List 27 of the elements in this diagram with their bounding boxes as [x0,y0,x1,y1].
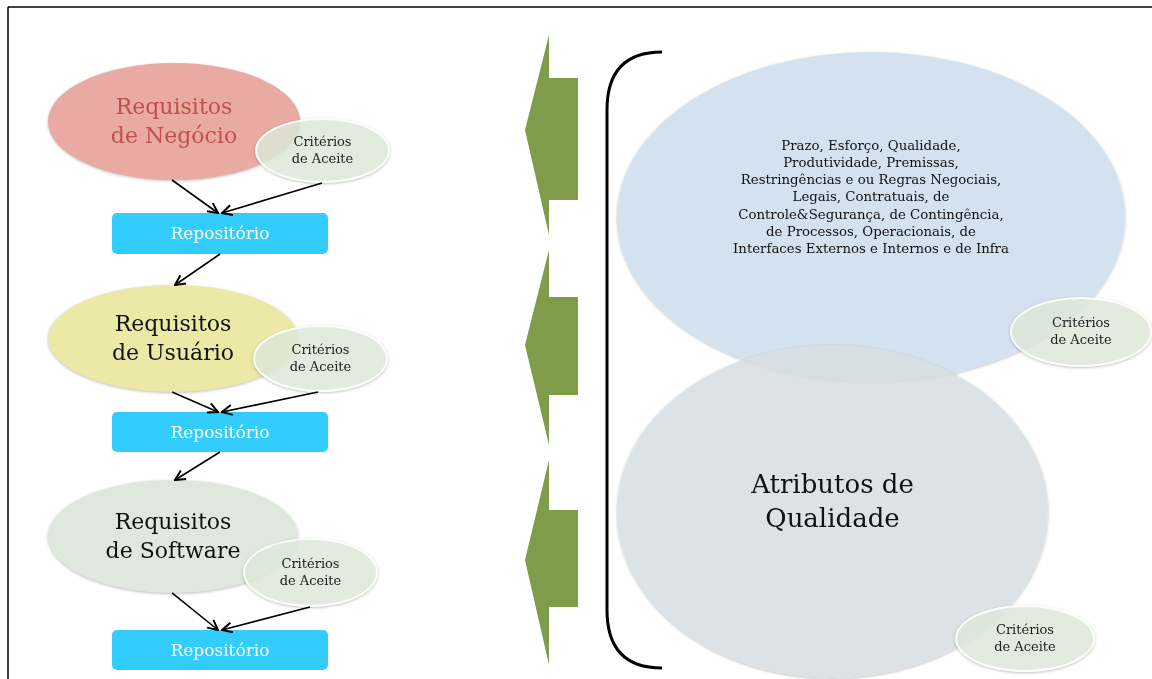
node-label: Critérios de Aceite [1049,315,1113,349]
arrow [174,451,221,481]
arrow [221,182,323,216]
arrow [221,391,319,416]
node-label: Critérios de Aceite [993,621,1057,656]
process-box [112,213,328,254]
arrow [221,606,311,634]
criteria-ellipse [253,325,388,392]
node-label: Prazo, Esforço, Qualidade, Produtividade, Premissas, Restringências e ou Regras Negociais, Legais, Contratuais, de Controle&Segurança, de Contingência, de Processos, Operacionais, de Interfaces Externos e Internos e de Infra [733,136,1009,258]
node-label: Repositório [170,638,270,662]
node-label: Requisitos de Software [104,507,242,565]
node-label: Critérios de Aceite [278,555,343,590]
node-label: Requisitos de Usuário [111,309,235,367]
node-label: Repositório [170,222,270,245]
process-box [112,630,328,670]
arrow [171,391,219,414]
arrow [171,179,219,214]
criteria-ellipse [1010,297,1152,367]
node-label: Critérios de Aceite [290,133,355,168]
node-label: Repositório [170,420,270,444]
arrow [171,592,219,631]
node-label: Requisitos de Negócio [109,92,239,150]
arrow [174,253,221,286]
node-label: Atributos de Qualidade [750,467,915,535]
process-box [112,412,328,452]
node-label: Critérios de Aceite [288,341,353,376]
criteria-ellipse [255,118,390,183]
